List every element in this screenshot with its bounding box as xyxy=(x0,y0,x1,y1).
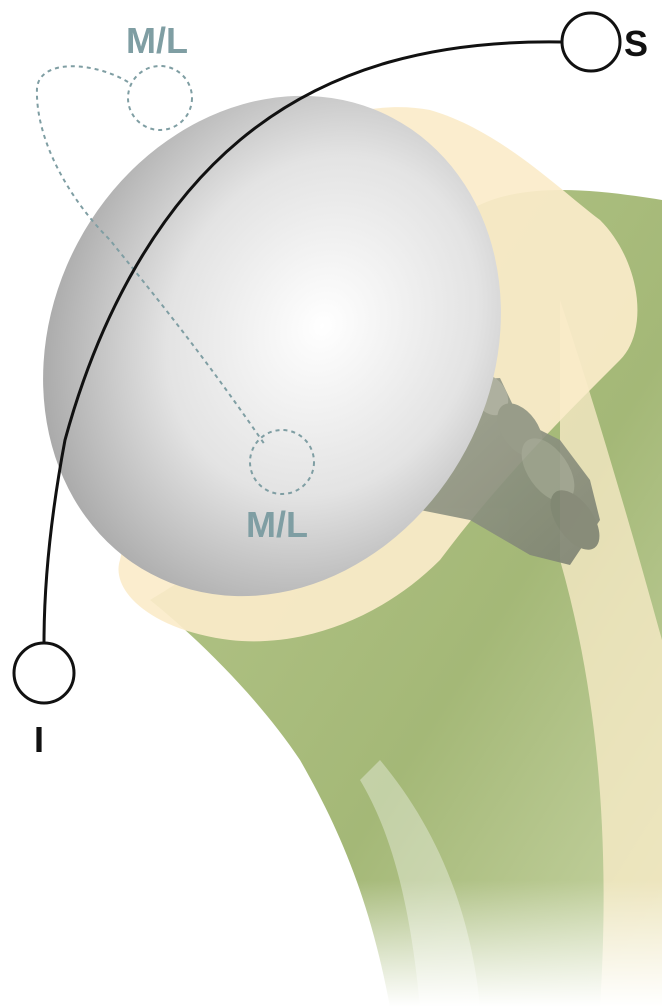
superior-marker-icon xyxy=(562,13,620,71)
ml-label-top: M/L xyxy=(126,20,188,61)
ml-marker-icon xyxy=(128,66,192,130)
inferior-marker-icon xyxy=(14,643,74,703)
inferior-label: I xyxy=(34,719,44,760)
ml-label-bottom: M/L xyxy=(246,504,308,545)
superior-label: S xyxy=(624,23,648,64)
